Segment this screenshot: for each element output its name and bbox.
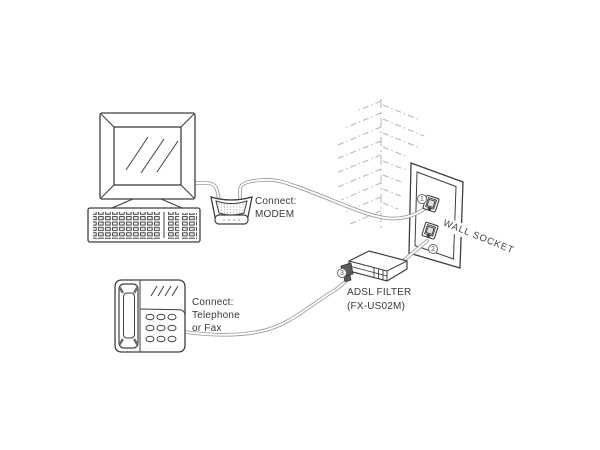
telephone-label-line3: or Fax (192, 323, 222, 334)
wall-jack-1 (422, 194, 440, 213)
phone-keypad (145, 313, 177, 343)
modem (210, 196, 253, 225)
adsl-filter-label-line2: (FX-US02M) (347, 301, 406, 312)
keyboard (87, 207, 201, 243)
monitor-screen (113, 126, 182, 186)
modem-label: Connect: MODEM (255, 195, 297, 221)
telephone (114, 279, 186, 353)
telephone-label: Connect: Telephone or Fax (192, 296, 240, 335)
modem-label-line2: MODEM (255, 209, 295, 220)
adsl-filter-label: ADSL FILTER (FX-US02M) (347, 286, 411, 314)
callout-jack2: 2 (428, 244, 438, 254)
computer-monitor (99, 112, 196, 209)
modem-label-line1: Connect: (255, 196, 297, 207)
wall-corner-hatch (335, 99, 425, 230)
callout-filter-plug: 3 (337, 268, 347, 278)
callout-jack1: 1 (417, 194, 427, 204)
phone-top-slashes (150, 285, 179, 297)
screen-glare (125, 136, 179, 174)
phone-handset (118, 283, 139, 349)
adsl-filter-label-line1: ADSL FILTER (347, 287, 412, 298)
telephone-label-line1: Connect: (192, 297, 234, 308)
adsl-filter (340, 250, 408, 283)
cables (183, 178, 429, 337)
monitor-stand (111, 198, 183, 209)
telephone-label-line2: Telephone (192, 310, 240, 321)
wall-jack-2 (421, 221, 439, 240)
wall-socket-plate (408, 162, 464, 269)
modem-vent-dots (216, 201, 247, 215)
